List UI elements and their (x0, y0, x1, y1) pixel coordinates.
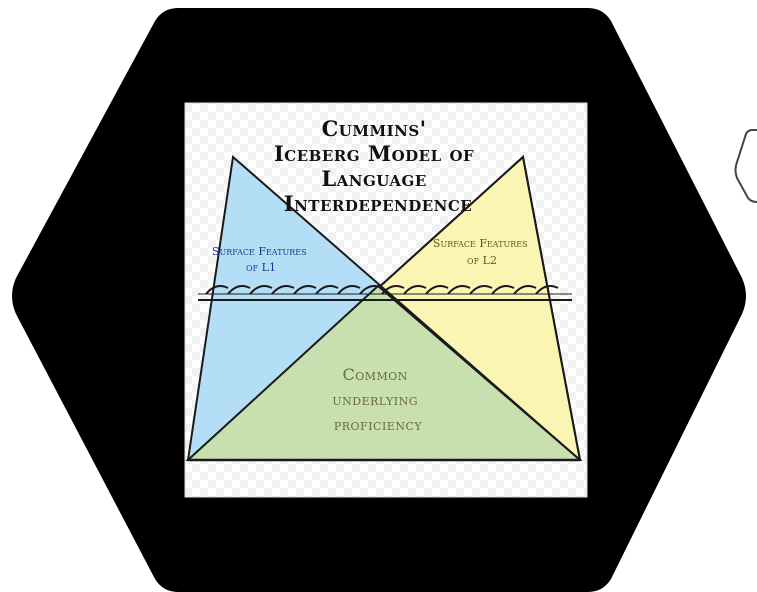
water-line (198, 285, 572, 301)
diagram-title: Cummins' Iceberg Model of Language Inter… (274, 116, 482, 216)
surface-features-l2-label: Surface Features of L2 (433, 237, 531, 267)
next-hexagon-outline (734, 129, 757, 203)
surface-features-l1-label: Surface Features of L1 (212, 245, 310, 274)
common-proficiency-label: Common underlying proficiency (332, 365, 423, 434)
